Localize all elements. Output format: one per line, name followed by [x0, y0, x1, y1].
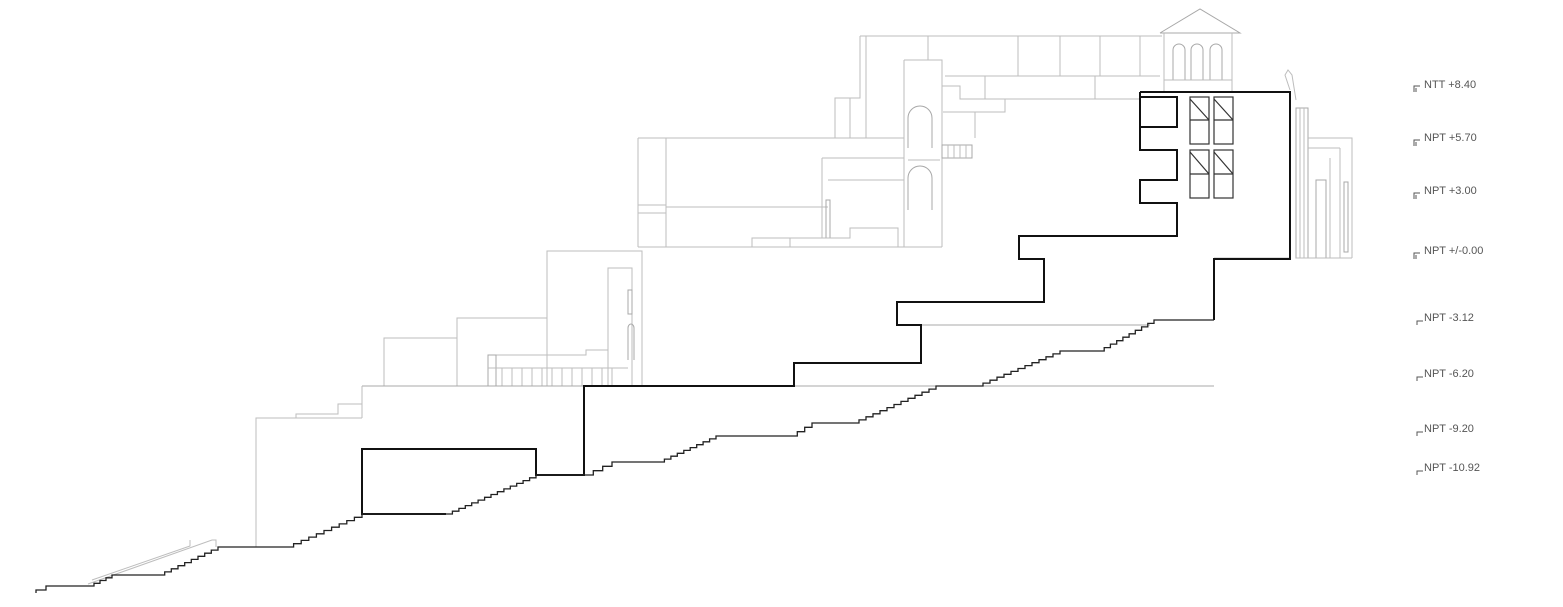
stepped-terrain-profile — [35, 319, 1214, 593]
level-marker: NPT -10.92 — [1416, 462, 1480, 475]
bell-tower — [1159, 8, 1242, 92]
level-marker: NPT +5.70 — [1413, 132, 1477, 146]
section-cut — [35, 91, 1291, 593]
level-label: NPT +3.00 — [1424, 185, 1477, 197]
lower-context-blocks — [87, 250, 1290, 585]
level-label: NPT +5.70 — [1424, 132, 1477, 144]
level-marker: NPT -6.20 — [1416, 368, 1474, 381]
level-label: NPT -9.20 — [1424, 423, 1474, 435]
middle-context-blocks — [637, 137, 942, 248]
upper-context-block — [834, 35, 1162, 139]
upper-building-outline — [1140, 91, 1291, 320]
level-label: NPT -3.12 — [1424, 312, 1474, 324]
level-marker: NPT +/-0.00 — [1413, 245, 1483, 259]
level-marker: NTT +8.40 — [1413, 79, 1476, 92]
level-label: NPT -6.20 — [1424, 368, 1474, 380]
level-marker: NPT +3.00 — [1413, 185, 1477, 199]
right-context-facade — [1284, 69, 1353, 259]
stair-tower — [903, 59, 973, 247]
level-marker: NPT -9.20 — [1416, 423, 1474, 436]
windows — [1189, 96, 1234, 199]
context-buildings — [87, 8, 1353, 585]
level-markers: NTT +8.40 NPT +5.70 NPT +3.00 NPT +/-0.0… — [1413, 79, 1483, 475]
level-label: NPT +/-0.00 — [1424, 245, 1483, 257]
level-label: NTT +8.40 — [1424, 79, 1476, 91]
level-label: NPT -10.92 — [1424, 462, 1480, 474]
level-marker: NPT -3.12 — [1416, 312, 1474, 325]
